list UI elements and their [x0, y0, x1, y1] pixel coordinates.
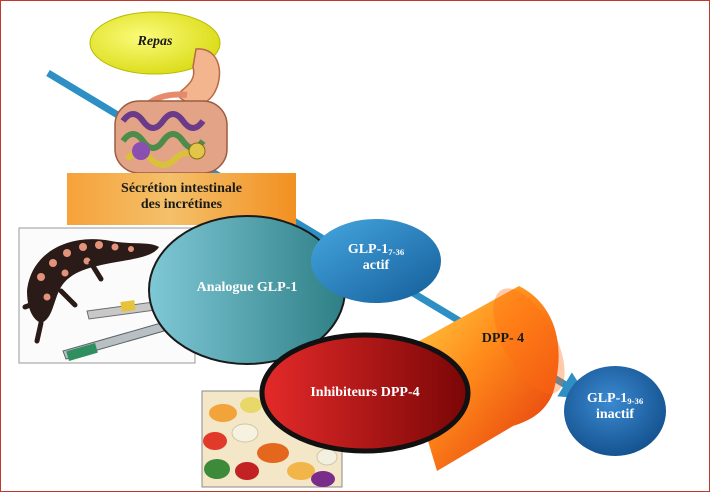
secretion-label: Sécrétion intestinale des incrétines — [67, 181, 296, 213]
glp1-inactive-name: GLP-19-36 — [567, 391, 663, 407]
glp1-inactive-subscript: 9-36 — [627, 396, 644, 407]
stomach-intestine-icon — [114, 48, 228, 174]
glp1-active-state: actif — [362, 258, 390, 274]
glp1-inactive-state: inactif — [595, 407, 635, 423]
inhibitors-oval — [259, 332, 471, 454]
glp1-inactive-prefix: GLP-1 — [586, 391, 628, 406]
secretion-line2: des incrétines — [140, 197, 223, 213]
analogue-label: Analogue GLP-1 — [169, 280, 325, 296]
meal-text: Repas — [137, 34, 173, 49]
glp1-active-subscript: 7-36 — [388, 247, 405, 258]
injection-pen-icon — [62, 300, 165, 361]
glp1-active-label: GLP-17-36 actif — [321, 242, 431, 274]
meal-label: Repas — [120, 34, 190, 50]
inhibitors-label: Inhibiteurs DPP-4 — [277, 385, 453, 401]
inhibitors-text: Inhibiteurs DPP-4 — [310, 385, 420, 400]
pills-icon — [203, 397, 338, 487]
analogue-text: Analogue GLP-1 — [196, 280, 298, 295]
glp1-inactive-label: GLP-19-36 inactif — [567, 391, 663, 423]
meal-oval — [89, 11, 221, 75]
glp1-active-name: GLP-17-36 — [321, 242, 431, 258]
secretion-line1: Sécrétion intestinale — [121, 181, 242, 196]
glp1-active-oval — [311, 219, 441, 303]
gila-monster-icon — [22, 239, 159, 344]
dpp4-label: DPP- 4 — [463, 331, 543, 347]
glp1-active-prefix: GLP-1 — [347, 242, 389, 257]
dpp4-text: DPP- 4 — [481, 331, 525, 346]
glp1-inactive-oval — [564, 366, 666, 456]
